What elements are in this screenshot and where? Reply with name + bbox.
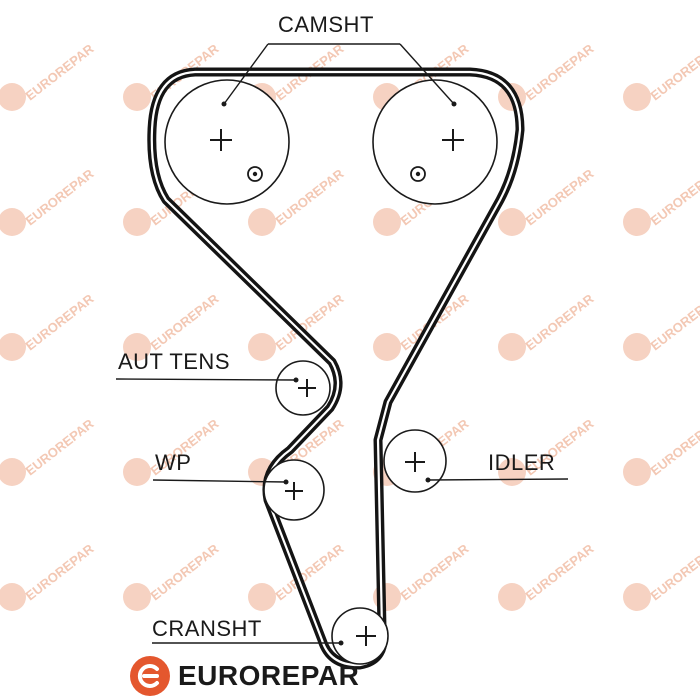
watermark-text: EUROREPAR bbox=[523, 166, 597, 229]
watermark-tile: EUROREPAR bbox=[0, 541, 97, 611]
watermark-logo-icon bbox=[123, 208, 151, 236]
camshaft-pulley-left bbox=[164, 79, 290, 205]
watermark-logo-icon bbox=[123, 333, 151, 361]
watermark-text: EUROREPAR bbox=[648, 41, 700, 104]
watermark-logo-icon bbox=[623, 208, 651, 236]
watermark-text: EUROREPAR bbox=[148, 291, 222, 354]
auto-tensioner-label: AUT TENS bbox=[118, 349, 230, 374]
watermark-text: EUROREPAR bbox=[523, 41, 597, 104]
watermark-text: EUROREPAR bbox=[23, 291, 97, 354]
watermark-text: EUROREPAR bbox=[23, 416, 97, 479]
watermark-text: EUROREPAR bbox=[648, 291, 700, 354]
watermark-logo-icon bbox=[0, 208, 26, 236]
brand-logo-block: EUROREPAR bbox=[130, 654, 359, 698]
watermark-tile: EUROREPAR bbox=[373, 291, 472, 361]
watermark-tile: EUROREPAR bbox=[623, 291, 700, 361]
watermark-text: EUROREPAR bbox=[648, 166, 700, 229]
camshaft-leader bbox=[221, 43, 457, 107]
camshaft-pulley-right bbox=[372, 79, 498, 205]
watermark-logo-icon bbox=[373, 208, 401, 236]
watermark-logo-icon bbox=[123, 458, 151, 486]
watermark-logo-icon bbox=[623, 458, 651, 486]
water-pump-pulley bbox=[263, 459, 325, 521]
watermark-tile: EUROREPAR bbox=[623, 541, 700, 611]
watermark-logo-icon bbox=[623, 83, 651, 111]
watermark-tile: EUROREPAR bbox=[123, 541, 222, 611]
watermark-logo-icon bbox=[373, 333, 401, 361]
watermark-text: EUROREPAR bbox=[148, 541, 222, 604]
idler-pulley bbox=[383, 429, 447, 493]
watermark-logo-icon bbox=[248, 208, 276, 236]
watermark-text: EUROREPAR bbox=[648, 541, 700, 604]
watermark-tile: EUROREPAR bbox=[623, 416, 700, 486]
crankshaft-label: CRANSHT bbox=[152, 616, 262, 641]
watermark-pattern: EUROREPAR EUROREPAR EUROREPAR EUROREPAR EURO… bbox=[0, 41, 700, 611]
watermark-logo-icon bbox=[123, 83, 151, 111]
watermark-text: EUROREPAR bbox=[523, 291, 597, 354]
watermark-tile: EUROREPAR bbox=[498, 291, 597, 361]
watermark-logo-icon bbox=[0, 333, 26, 361]
water-pump-leader bbox=[152, 479, 289, 485]
crankshaft-leader bbox=[152, 640, 344, 646]
watermark-text: EUROREPAR bbox=[398, 541, 472, 604]
watermark-text: EUROREPAR bbox=[23, 166, 97, 229]
watermark-text: EUROREPAR bbox=[523, 541, 597, 604]
eurorepar-logo-icon bbox=[130, 656, 170, 696]
watermark-text: EUROREPAR bbox=[23, 541, 97, 604]
watermark-tile: EUROREPAR bbox=[0, 291, 97, 361]
brand-name: EUROREPAR bbox=[178, 660, 360, 691]
watermark-tile: EUROREPAR bbox=[623, 166, 700, 236]
watermark-tile: EUROREPAR bbox=[373, 541, 472, 611]
timing-mark-icon bbox=[247, 166, 263, 182]
watermark-logo-icon bbox=[0, 458, 26, 486]
watermark-logo-icon bbox=[498, 583, 526, 611]
watermark-logo-icon bbox=[123, 583, 151, 611]
auto-tensioner-leader bbox=[115, 377, 299, 383]
watermark-tile: EUROREPAR bbox=[0, 166, 97, 236]
auto-tensioner-pulley bbox=[275, 360, 331, 416]
watermark-logo-icon bbox=[498, 333, 526, 361]
watermark-tile: EUROREPAR bbox=[0, 41, 97, 111]
watermark-tile: EUROREPAR bbox=[498, 541, 597, 611]
idler-leader bbox=[425, 477, 569, 483]
watermark-logo-icon bbox=[623, 333, 651, 361]
watermark-logo-icon bbox=[0, 583, 26, 611]
timing-belt-inner-edge bbox=[150, 70, 522, 667]
camshaft-label: CAMSHT bbox=[278, 12, 374, 37]
watermark-logo-icon bbox=[498, 208, 526, 236]
idler-label: IDLER bbox=[488, 450, 555, 475]
watermark-logo-icon bbox=[248, 333, 276, 361]
watermark-tile: EUROREPAR bbox=[0, 416, 97, 486]
watermark-text: EUROREPAR bbox=[23, 41, 97, 104]
timing-mark-icon bbox=[410, 166, 426, 182]
watermark-logo-icon bbox=[248, 583, 276, 611]
watermark-logo-icon bbox=[0, 83, 26, 111]
watermark-tile: EUROREPAR bbox=[623, 41, 700, 111]
watermark-text: EUROREPAR bbox=[648, 416, 700, 479]
watermark-text: EUROREPAR bbox=[273, 166, 347, 229]
water-pump-label: WP bbox=[155, 450, 191, 475]
watermark-logo-icon bbox=[623, 583, 651, 611]
crankshaft-pulley bbox=[331, 607, 389, 665]
